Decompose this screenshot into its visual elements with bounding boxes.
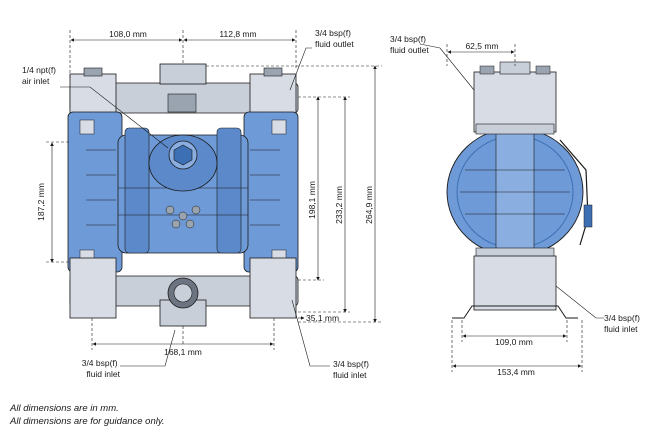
dim-height-inner: 198,1 mm	[307, 181, 317, 219]
callout-air-inlet: 1/4 npt(f) air inlet	[22, 65, 58, 86]
callout-fluid-outlet-side: 3/4 bsp(f) fluid outlet	[390, 34, 429, 55]
front-dimensions	[46, 30, 382, 367]
dim-side-total: 153,4 mm	[497, 367, 535, 377]
dim-bottom-offset: 35,1 mm	[306, 313, 339, 323]
side-dimensions	[419, 43, 604, 372]
right-chamber	[243, 111, 299, 273]
front-view	[67, 63, 299, 327]
dim-width-bottom: 168,1 mm	[164, 347, 202, 357]
note-units: All dimensions are in mm.	[10, 403, 119, 414]
dim-width-right: 112,8 mm	[219, 29, 256, 39]
dim-side-base: 109,0 mm	[495, 337, 533, 347]
left-chamber	[67, 111, 123, 273]
dim-width-left: 108,0 mm	[109, 29, 147, 39]
callout-fluid-outlet-front: 3/4 bsp(f) fluid outlet	[315, 28, 354, 49]
callout-fluid-inlet-side: 3/4 bsp(f) fluid inlet	[604, 313, 642, 334]
dim-side-top: 62,5 mm	[465, 41, 498, 51]
callout-fluid-inlet-left: 3/4 bsp(f) fluid inlet	[82, 358, 121, 379]
dim-height-total: 264,9 mm	[364, 186, 374, 224]
dim-height-left: 187,2 mm	[36, 183, 46, 221]
callout-fluid-inlet-right: 3/4 bsp(f) fluid inlet	[333, 359, 371, 380]
side-view	[446, 61, 593, 319]
note-guidance: All dimensions are for guidance only.	[10, 416, 165, 427]
dim-height-mid: 233,2 mm	[334, 186, 344, 224]
dimension-notes: All dimensions are in mm. All dimensions…	[10, 402, 165, 428]
side-base	[452, 305, 578, 319]
